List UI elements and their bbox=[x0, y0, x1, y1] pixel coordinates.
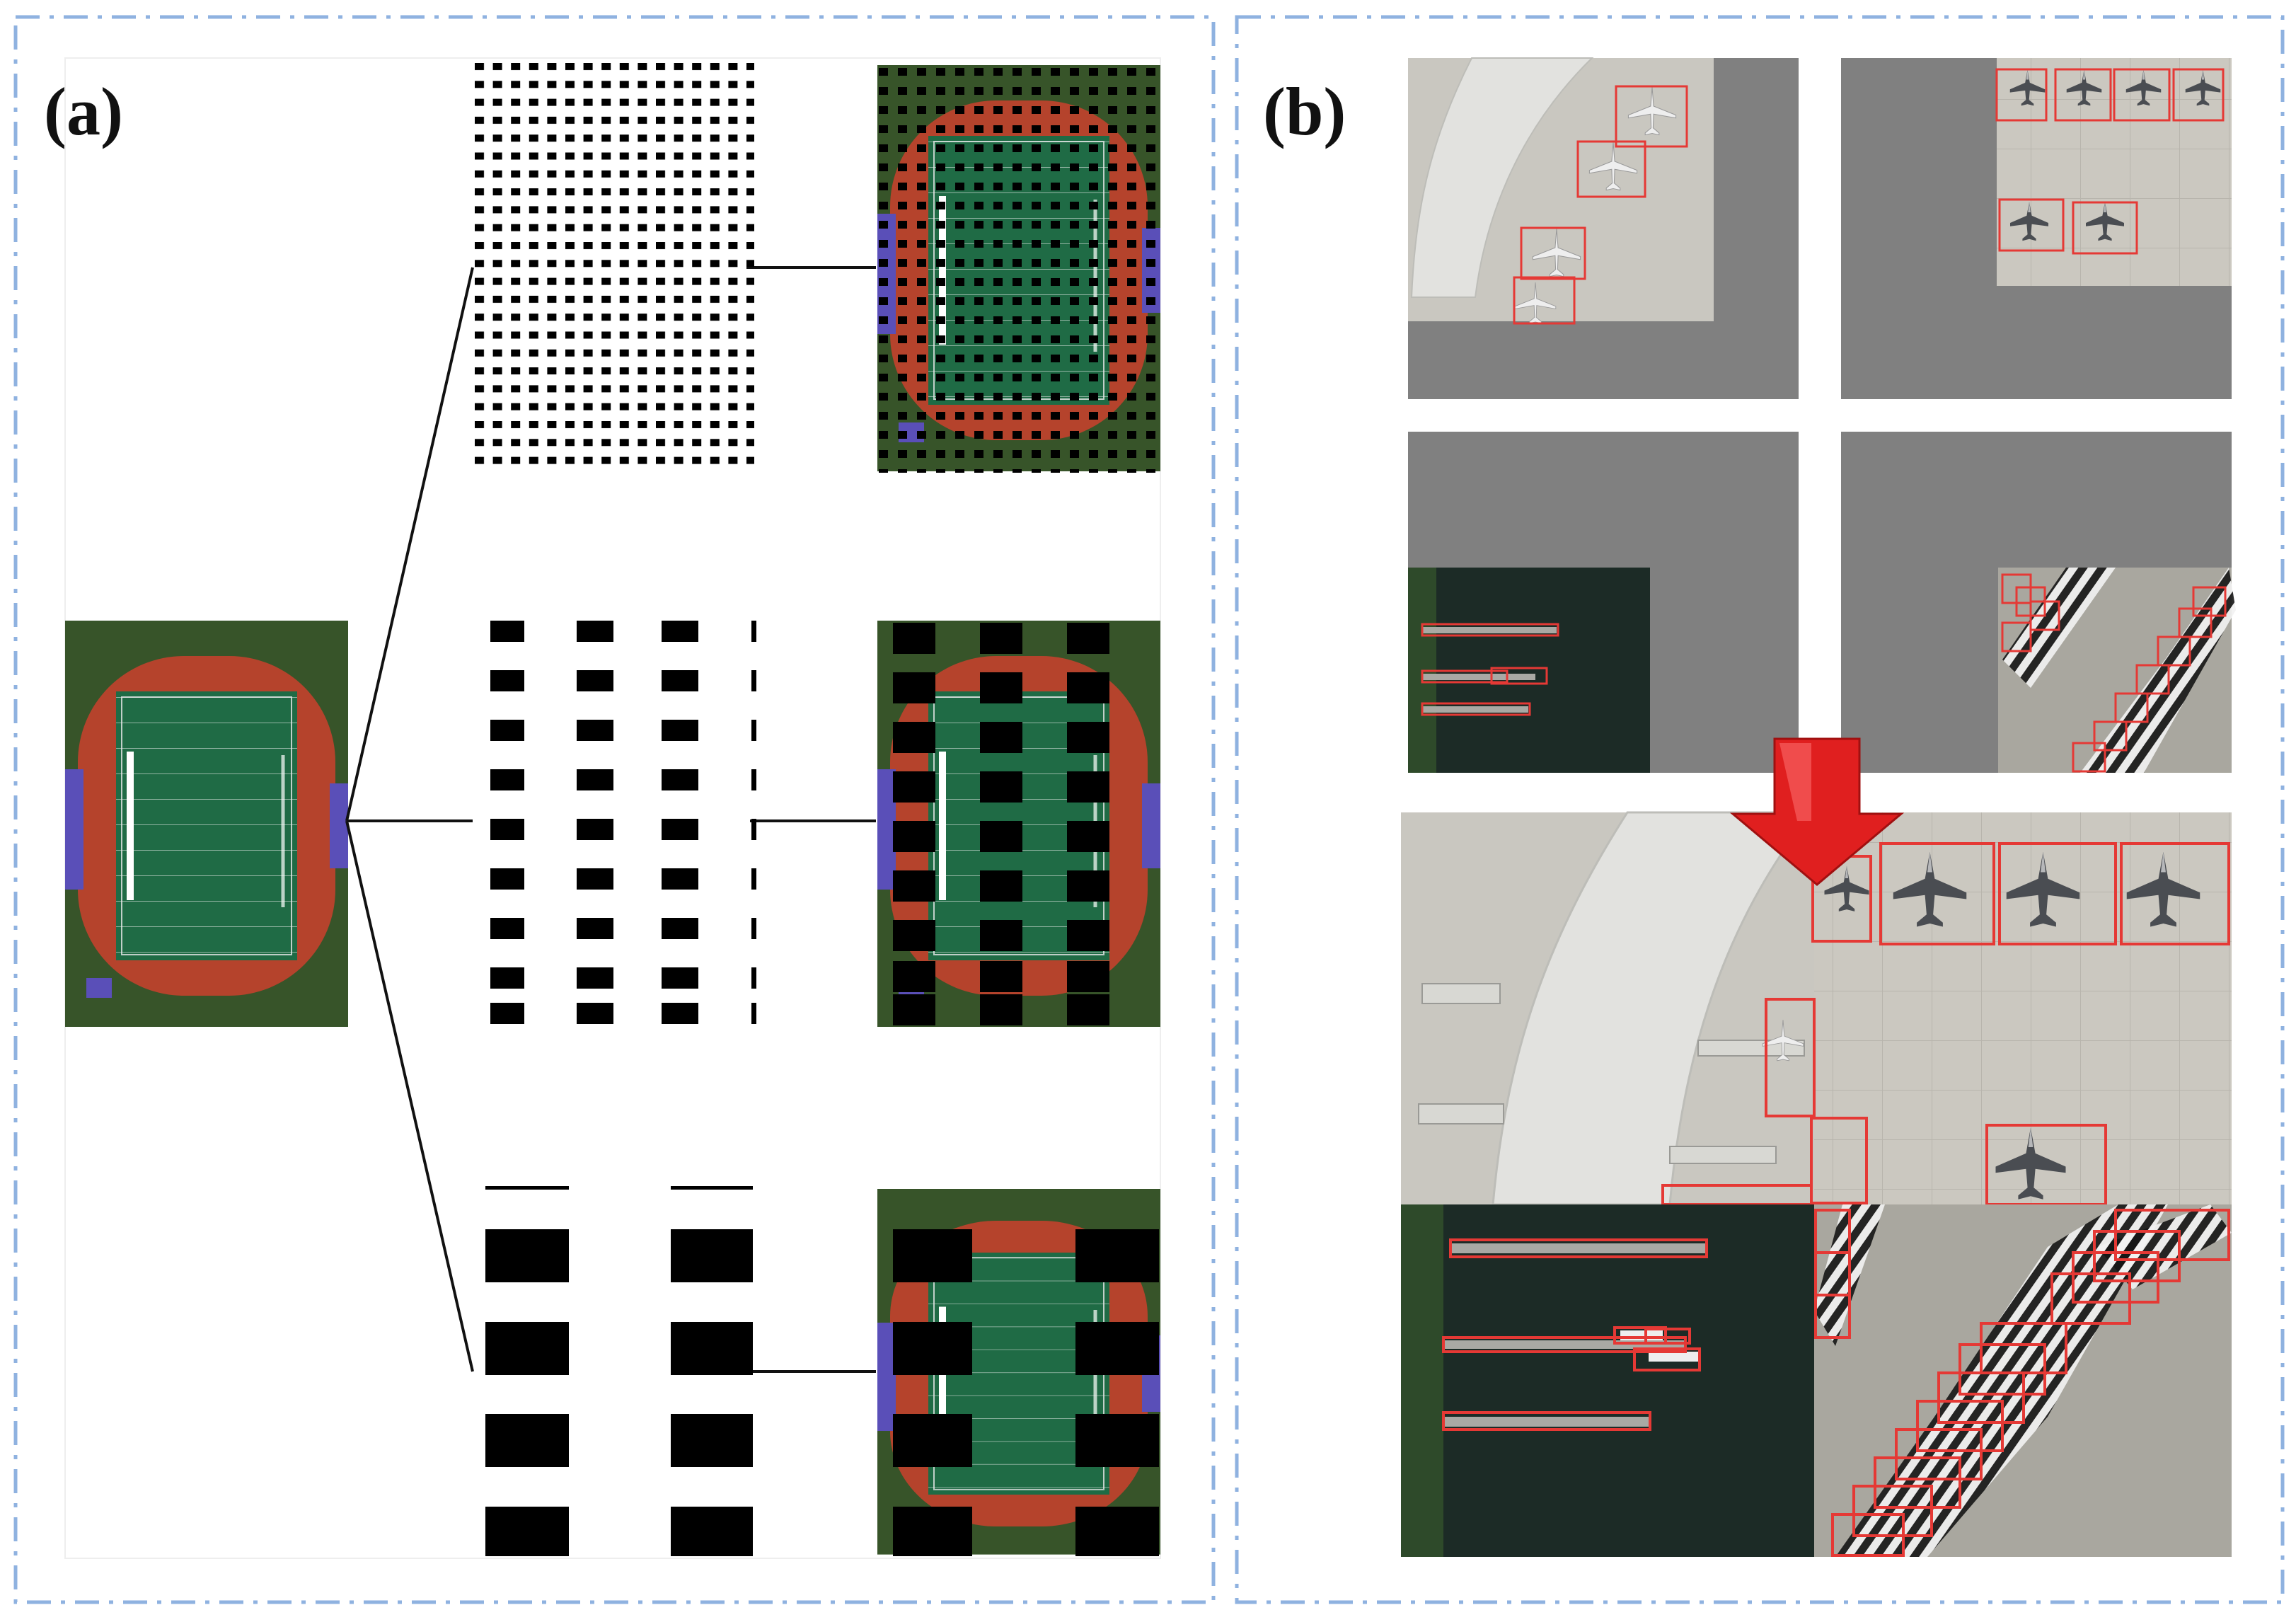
down-arrow-icon bbox=[1729, 737, 1905, 886]
coarse-mask-grid bbox=[485, 1186, 753, 1556]
masked-stadium-medium bbox=[877, 621, 1160, 1027]
panel-b-frame bbox=[1235, 15, 2285, 1604]
merged-mosaic-image bbox=[1401, 811, 2232, 1557]
medium-mask-grid bbox=[490, 621, 756, 1024]
fine-mask-grid bbox=[475, 63, 754, 473]
padded-tile-airliners bbox=[1408, 57, 1799, 399]
masked-stadium-fine bbox=[877, 65, 1160, 473]
padded-tile-fighters bbox=[1841, 58, 2232, 399]
padded-tile-ships bbox=[1408, 432, 1799, 773]
panel-a-frame bbox=[13, 15, 1216, 1604]
masked-stadium-coarse bbox=[877, 1189, 1160, 1556]
original-stadium-image bbox=[65, 621, 348, 1027]
scale-connectors bbox=[345, 266, 876, 1373]
panel-a-label: (a) bbox=[44, 74, 123, 149]
panel-b-label: (b) bbox=[1263, 74, 1346, 149]
padded-tile-vehicles bbox=[1841, 432, 2236, 773]
